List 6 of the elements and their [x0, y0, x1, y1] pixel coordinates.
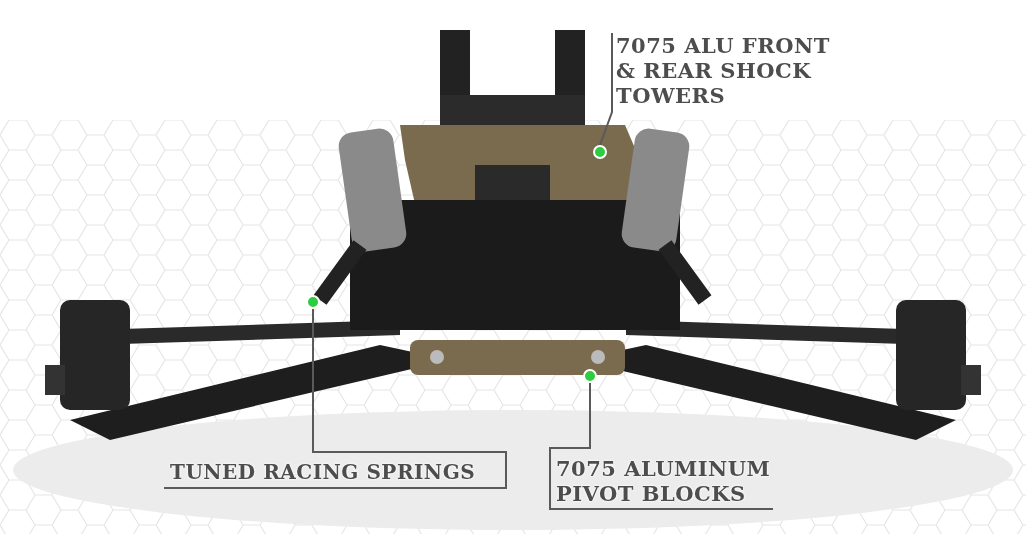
callout-label: 7075 ALUMINUM PIVOT BLOCKS: [556, 456, 771, 506]
leader-line: [549, 382, 774, 510]
callout-label: 7075 ALU FRONT & REAR SHOCK TOWERS: [616, 33, 846, 108]
leader-line: [163, 308, 507, 489]
callout-label: TUNED RACING SPRINGS: [170, 460, 500, 485]
leader-line: [599, 32, 613, 146]
